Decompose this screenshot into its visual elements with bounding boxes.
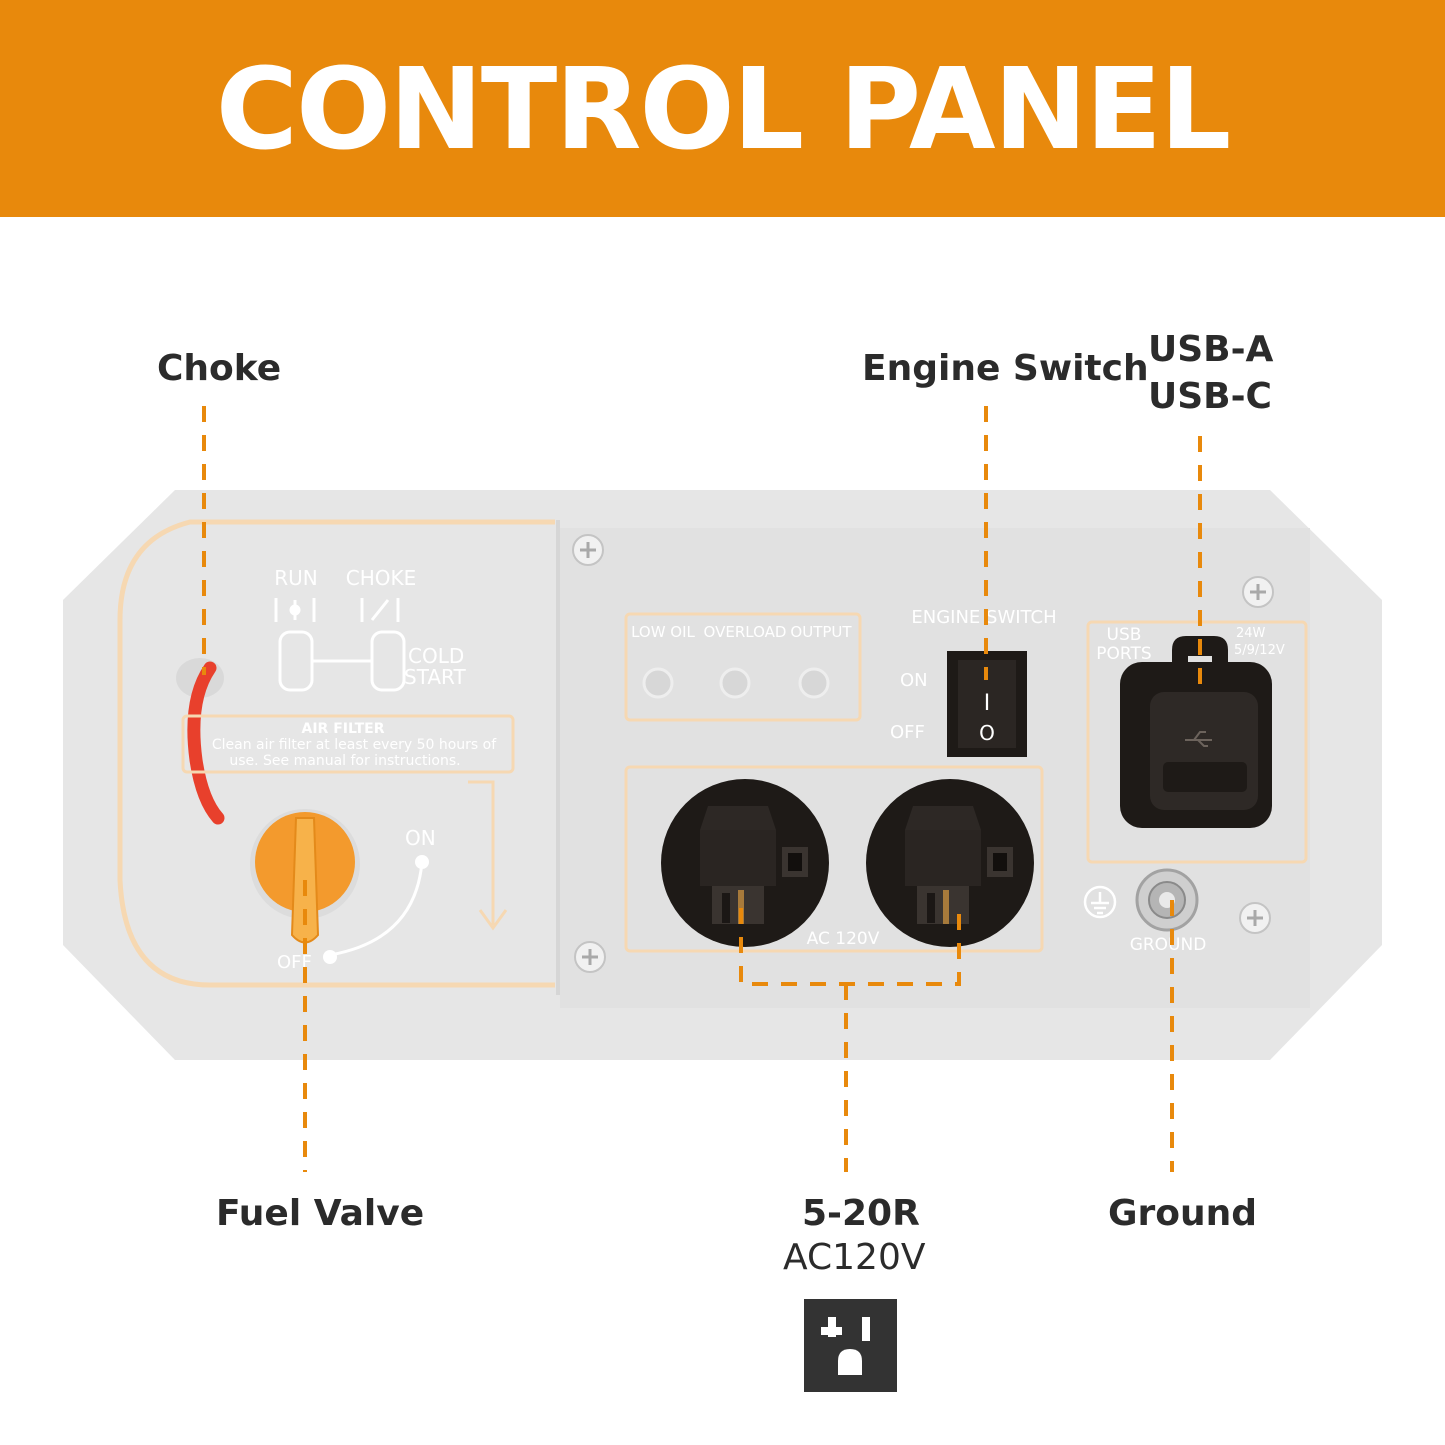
usb-power-label-1: 24W — [1236, 626, 1266, 641]
header-banner: CONTROL PANEL — [0, 0, 1445, 217]
ac-outlet-panel — [624, 765, 1044, 953]
usb-power-label-2: 5/9/12V — [1234, 643, 1285, 658]
screw-icon — [1239, 902, 1271, 934]
air-filter-title: AIR FILTER — [302, 721, 385, 737]
left-section-outline — [117, 519, 555, 988]
callout-lines — [202, 406, 1202, 1172]
choke-diagram-icon — [274, 598, 406, 692]
choke-panel-label: CHOKE — [346, 566, 417, 590]
usb-ports-label-1: USB — [1107, 625, 1142, 645]
ground-symbol-icon — [1083, 885, 1117, 919]
usb-panel — [1086, 620, 1308, 864]
overload-label: OVERLOAD — [704, 623, 787, 641]
air-filter-line2: use. See manual for instructions. — [229, 753, 460, 769]
switch-off-label: OFF — [890, 722, 925, 743]
air-filter-line1: Clean air filter at least every 50 hours… — [212, 737, 497, 753]
usb-cover-tab — [1172, 636, 1228, 692]
indicator-panel — [624, 612, 862, 722]
ac-outlet-1 — [661, 779, 829, 947]
usb-c-label: USB-C — [1148, 376, 1272, 417]
engine-switch-label: Engine Switch — [862, 348, 1149, 389]
low-oil-label: LOW OIL — [631, 623, 695, 641]
start-label: START — [404, 665, 466, 689]
switch-on-label: ON — [900, 670, 928, 691]
ground-panel-label: GROUND — [1130, 935, 1207, 955]
fuel-valve-label: Fuel Valve — [216, 1193, 425, 1234]
overload-indicator — [719, 667, 751, 699]
screw-icon — [1242, 576, 1274, 608]
ground-label: Ground — [1108, 1193, 1258, 1234]
usb-ports-label-2: PORTS — [1096, 644, 1151, 664]
air-filter-notice — [181, 714, 515, 774]
ac-120v-panel-label: AC 120V — [807, 929, 880, 949]
switch-off-symbol: O — [979, 721, 995, 745]
screw-icon — [572, 534, 604, 566]
screw-icon — [574, 941, 606, 973]
cold-label: COLD — [408, 644, 464, 668]
fuel-on-label: ON — [405, 826, 436, 850]
run-label: RUN — [274, 566, 318, 590]
output-label: OUTPUT — [790, 623, 852, 641]
switch-on-symbol: I — [984, 691, 991, 716]
choke-label: Choke — [157, 348, 282, 389]
low-oil-indicator — [642, 667, 674, 699]
page-title: CONTROL PANEL — [215, 45, 1231, 175]
choke-lever — [187, 661, 225, 825]
outlet-type-label: 5-20R — [802, 1193, 920, 1234]
fuel-valve-track — [329, 861, 424, 957]
nema-5-20r-outlet-icon — [804, 1299, 897, 1392]
outlet-bracket-line — [739, 908, 961, 986]
ac-outlet-2 — [866, 779, 1034, 947]
usb-a-label: USB-A — [1148, 329, 1274, 370]
usb-icon — [1185, 731, 1212, 747]
output-indicator — [798, 667, 830, 699]
outlet-voltage-label: AC120V — [783, 1237, 926, 1278]
arrow-down-icon — [468, 780, 508, 931]
